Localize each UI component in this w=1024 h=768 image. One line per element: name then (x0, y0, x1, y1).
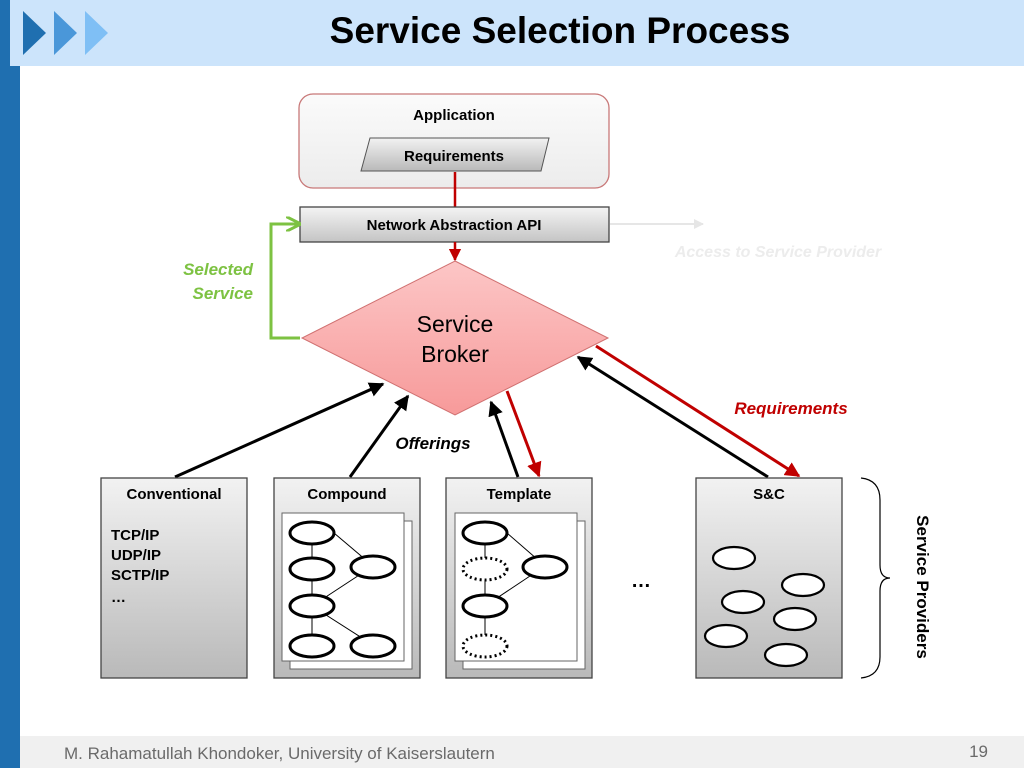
provider-title: Compound (307, 486, 386, 503)
page-number: 19 (969, 742, 988, 761)
service-providers-brace (860, 477, 891, 679)
service-node (349, 554, 397, 580)
slide-header (10, 0, 1024, 66)
provider-template: Template (445, 477, 593, 679)
provider-title: Conventional (126, 486, 221, 503)
service-node (780, 572, 826, 598)
offering-arrow-sc (576, 355, 769, 479)
selected-service-arrow (269, 224, 300, 340)
service-node (521, 554, 569, 580)
requirements-arrow-template (505, 390, 542, 478)
service-node (288, 593, 336, 619)
service-node (720, 589, 766, 615)
offering-arrow-conventional (174, 382, 385, 479)
footer-author: M. Rahamatullah Khondoker, University of… (64, 744, 495, 763)
header-chevrons (23, 11, 108, 55)
service-node (711, 545, 757, 571)
chevron-icon (54, 11, 77, 55)
service-node (288, 556, 336, 582)
provider-title: Template (487, 486, 552, 503)
service-node (772, 606, 818, 632)
requirements-label: Requirements (734, 399, 847, 418)
chevron-icon (85, 11, 108, 55)
provider-title: S&C (753, 486, 785, 503)
slide-footer: M. Rahamatullah Khondoker, University of… (20, 736, 1024, 768)
protocol-item: SCTP/IP (111, 567, 169, 584)
service-node (288, 520, 336, 546)
protocol-item: … (111, 589, 126, 606)
more-providers-ellipsis: … (631, 570, 651, 592)
api-label: Network Abstraction API (367, 217, 542, 234)
broker-label-line1: Service (417, 311, 494, 337)
service-node (763, 642, 809, 668)
left-accent-bar (0, 0, 20, 768)
service-node (461, 520, 509, 546)
service-node (703, 623, 749, 649)
provider-conventional: Conventional TCP/IP UDP/IP SCTP/IP … (100, 477, 248, 679)
service-node (349, 633, 397, 659)
sc-nodes (703, 545, 826, 668)
selected-service-line1: Selected (183, 260, 254, 279)
protocol-item: TCP/IP (111, 527, 159, 544)
offering-arrow-compound (348, 394, 410, 478)
selected-service-line2: Service (193, 284, 254, 303)
chevron-icon (23, 11, 46, 55)
application-title: Application (413, 107, 495, 124)
service-providers-label: Service Providers (913, 515, 932, 659)
access-label: Access to Service Provider (674, 244, 882, 261)
broker-label-line2: Broker (421, 341, 489, 367)
service-broker-diamond: Service Broker (300, 260, 610, 416)
provider-compound: Compound (273, 477, 421, 679)
offerings-label: Offerings (395, 434, 470, 453)
service-node (461, 593, 509, 619)
slide-title: Service Selection Process (329, 10, 791, 51)
requirements-arrow-sc (595, 344, 801, 478)
service-node (288, 633, 336, 659)
application-box: Application Requirements (298, 93, 610, 189)
placeholder-node (461, 633, 509, 659)
placeholder-node (461, 556, 509, 582)
protocol-item: UDP/IP (111, 547, 161, 564)
template-graph (461, 520, 569, 659)
compound-graph (288, 520, 397, 659)
network-abstraction-api-bar: Network Abstraction API (299, 206, 610, 243)
offering-arrow-template (488, 400, 520, 478)
requirements-shape-label: Requirements (404, 148, 504, 165)
provider-sc: S&C (695, 477, 843, 679)
